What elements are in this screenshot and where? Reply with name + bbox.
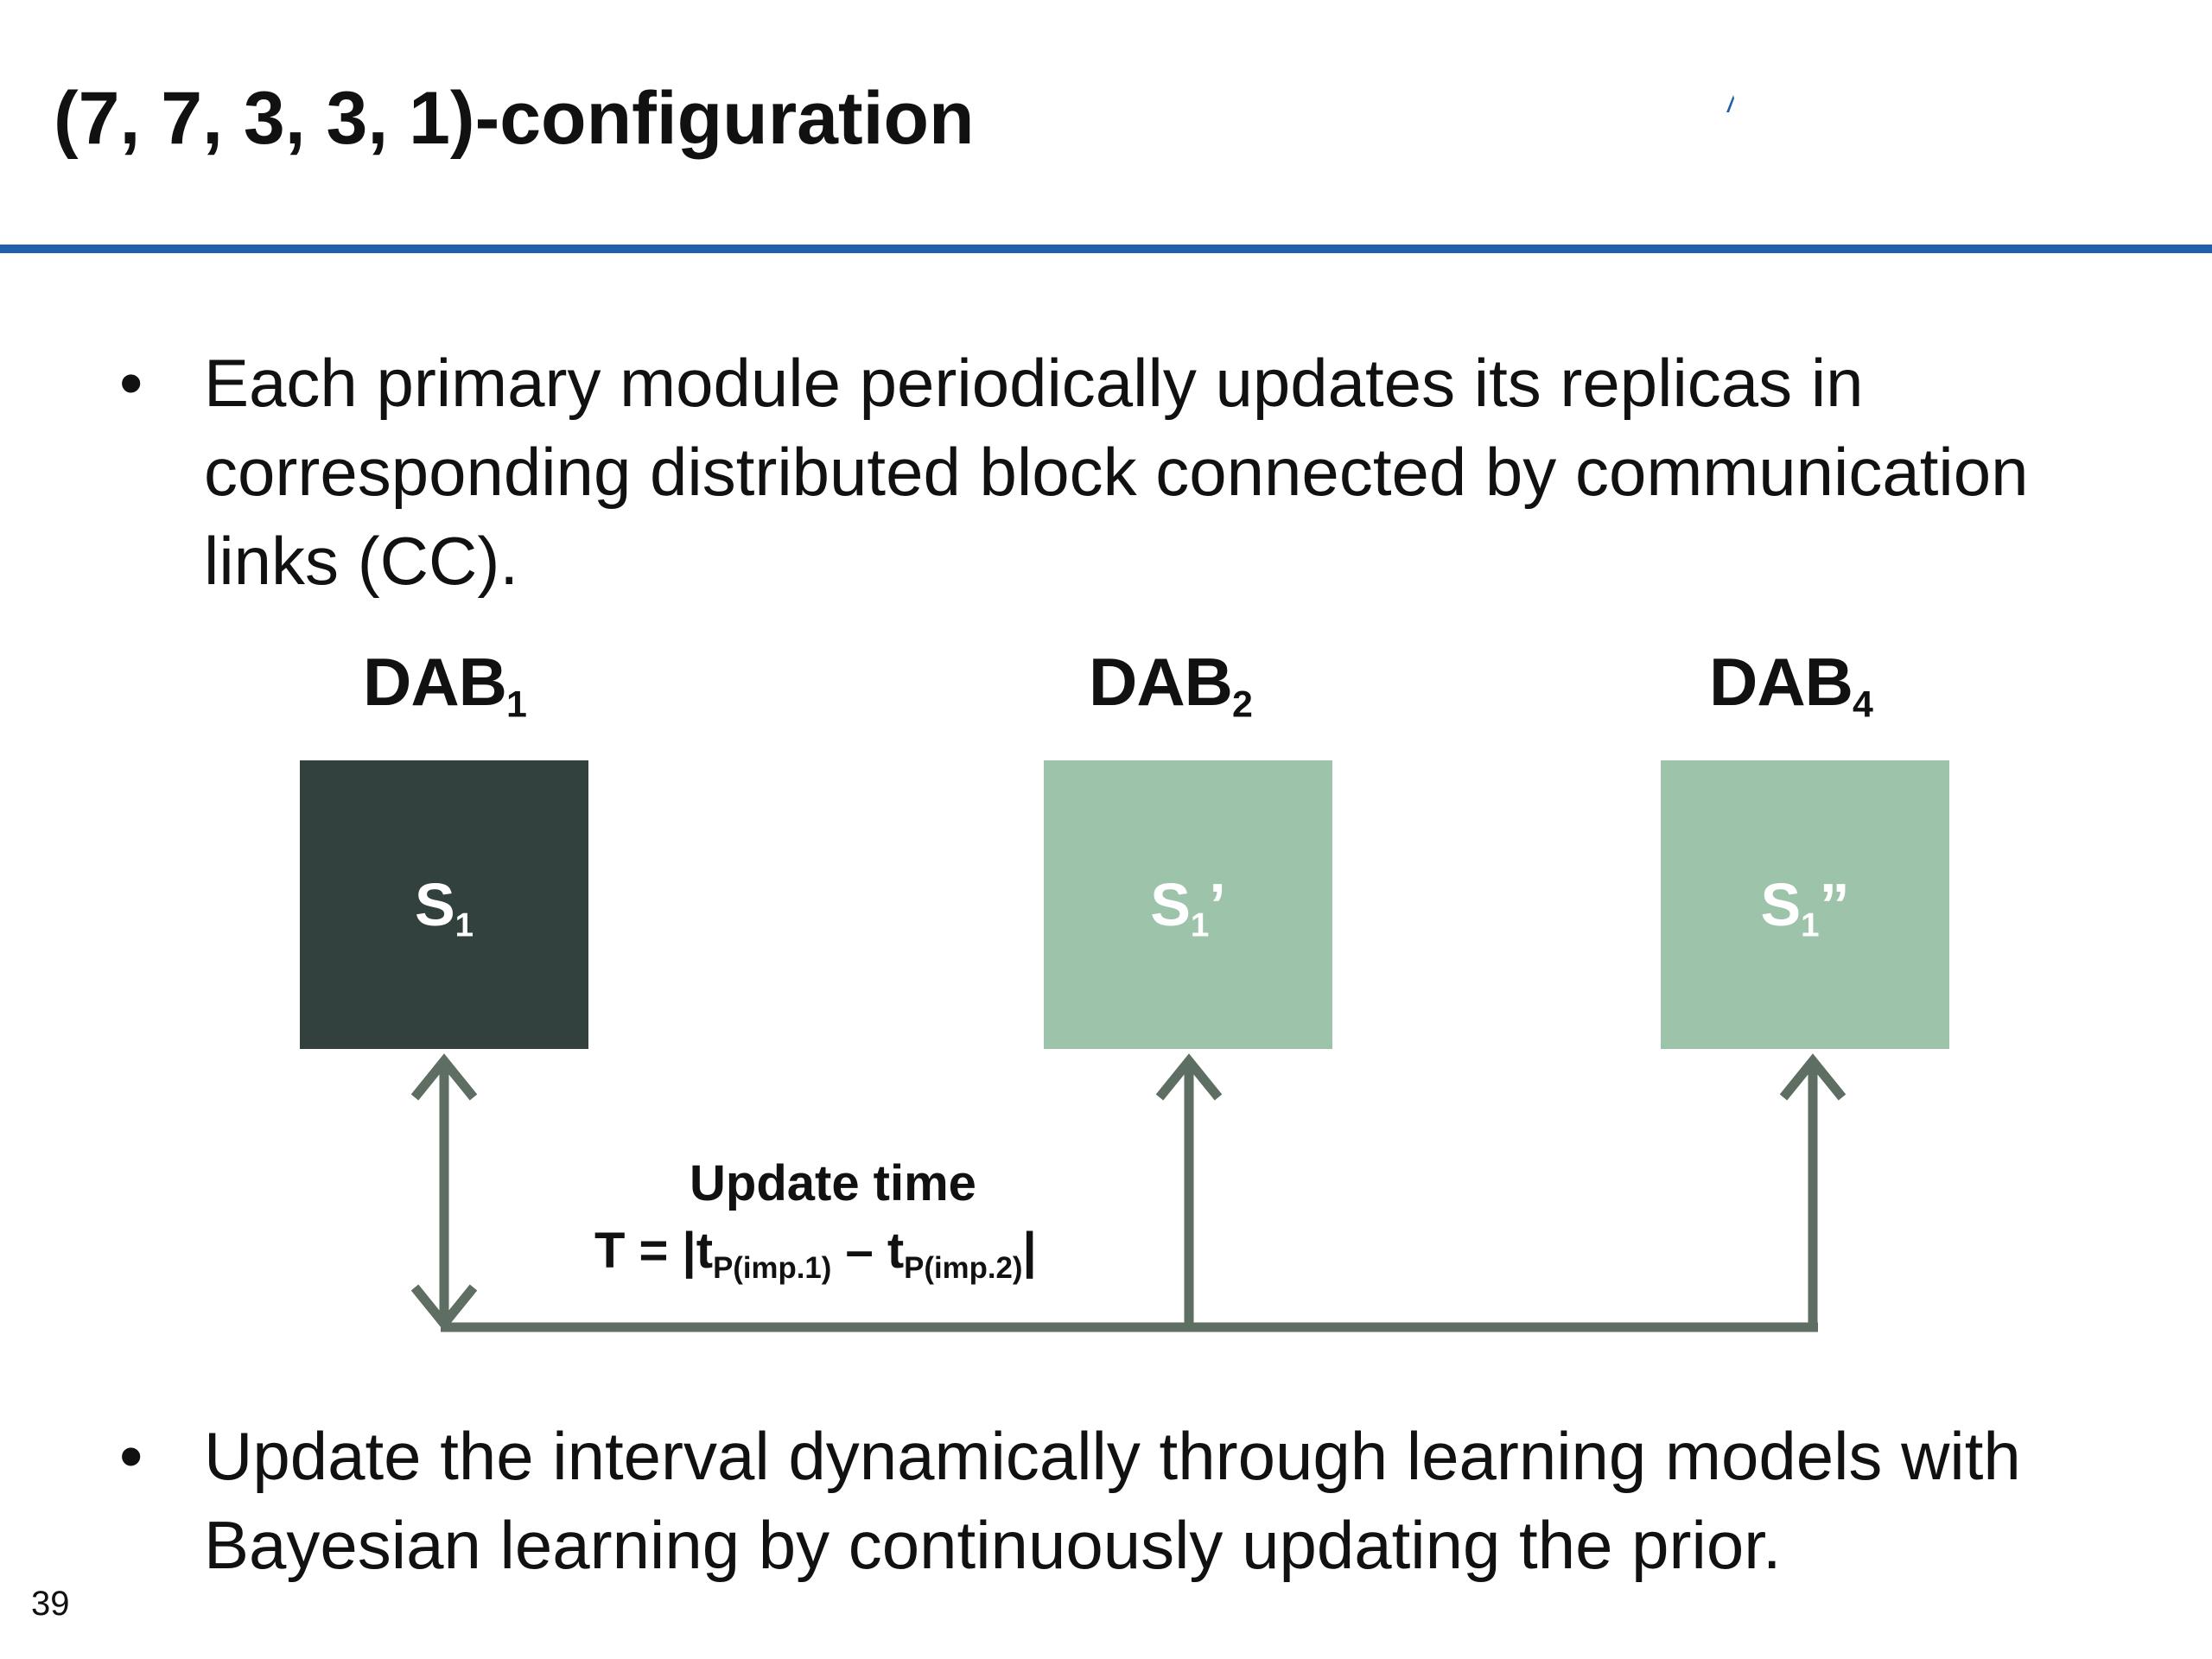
arrow-head-up-dab4 <box>1779 1053 1847 1101</box>
dab-label: DAB2 <box>1089 644 1253 726</box>
bullet-text: Update the interval dynamically through … <box>204 1418 2021 1583</box>
logo-fragment-icon <box>1726 95 1734 112</box>
arrow-head-down-dab1 <box>410 1284 478 1332</box>
arrow-head-up-dab2 <box>1155 1053 1223 1101</box>
replica-module-box: S1” <box>1661 760 1949 1049</box>
update-time-label: Update time <box>690 1155 976 1211</box>
replica-module-box: S1’ <box>1044 760 1332 1049</box>
module-label: S1 <box>414 871 474 944</box>
module-label: S1” <box>1760 871 1850 944</box>
arrow-head-up-dab1 <box>410 1053 478 1101</box>
title-divider <box>0 245 2212 253</box>
module-label: S1’ <box>1150 871 1226 944</box>
slide-title: (7, 7, 3, 3, 1)-configuration <box>54 77 975 160</box>
bullet-text: Each primary module periodically updates… <box>204 345 2029 599</box>
update-time-formula: T = |tP(imp.1) – tP(imp.2)| <box>594 1223 1037 1286</box>
primary-module-box: S1 <box>300 760 588 1049</box>
dab-label: DAB1 <box>363 644 527 726</box>
dab-label: DAB4 <box>1709 644 1873 726</box>
bullet-marker: • <box>119 1418 143 1494</box>
bullet-marker: • <box>119 345 143 421</box>
page-number: 39 <box>31 1585 70 1623</box>
